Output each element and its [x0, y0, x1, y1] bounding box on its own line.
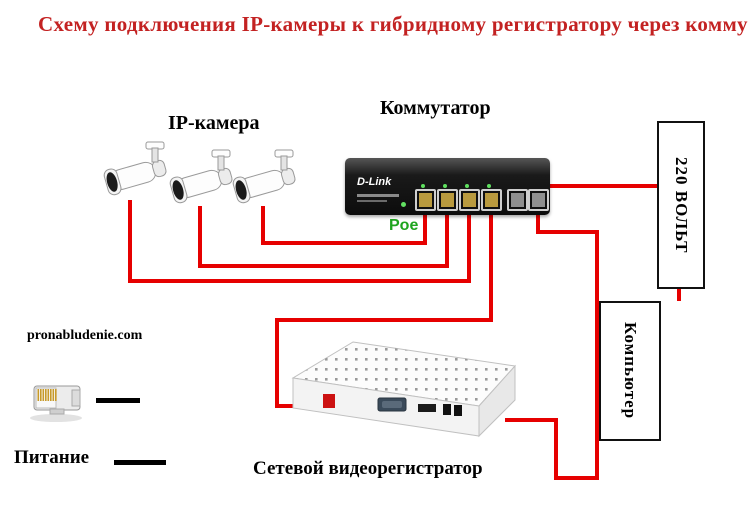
- power-cable-legend-line: [114, 460, 166, 465]
- rj45-connector-graphic: [30, 385, 82, 422]
- ethernet-uplink-port: [528, 189, 549, 211]
- switch-label: Коммутатор: [380, 97, 491, 119]
- switch-model-text-bar: [357, 200, 387, 202]
- port-led: [487, 184, 491, 188]
- rj45-shadow: [30, 414, 82, 422]
- nvr-graphic: [291, 341, 516, 438]
- ethernet-port: [415, 189, 436, 211]
- ip-camera-label: IP-камера: [168, 112, 260, 134]
- computer-box: Компьютер: [599, 301, 661, 441]
- power-220v-box: 220 ВОЛЬТ: [657, 121, 705, 289]
- nvr-right-face: [478, 364, 516, 438]
- ip-camera-icon: [169, 149, 233, 204]
- ethernet-port: [437, 189, 458, 211]
- port-led: [421, 184, 425, 188]
- ethernet-port: [481, 189, 502, 211]
- port-led: [443, 184, 447, 188]
- ethernet-uplink-port: [507, 189, 528, 211]
- nvr-vent-holes: [293, 342, 515, 406]
- ethernet-port: [459, 189, 480, 211]
- vga-port-inner: [382, 401, 402, 408]
- usb-port: [443, 404, 451, 415]
- switch-brand-logo: D-Link: [357, 176, 392, 188]
- watermark-text: pronabludenie.com: [27, 328, 143, 343]
- rj45-gold-pins: [37, 389, 57, 401]
- nvr-power-port: [323, 394, 335, 408]
- network-switch-graphic: D-Link: [345, 158, 550, 215]
- usb-port: [454, 405, 462, 416]
- switch-model-text-bar: [357, 194, 399, 197]
- poe-label: Poe: [389, 217, 419, 234]
- computer-box-label: Компьютер: [621, 322, 640, 420]
- rj45-cable-entry: [71, 389, 81, 407]
- rj45-latch: [49, 408, 65, 415]
- hdmi-port: [418, 404, 436, 412]
- diagram-title: Схему подключения IP-камеры к гибридному…: [38, 12, 748, 36]
- network-cable-legend-line: [96, 398, 140, 403]
- power-legend-label: Питание: [14, 447, 90, 468]
- power-220v-box-label: 220 ВОЛЬТ: [672, 156, 691, 254]
- ip-camera-icon: [103, 141, 167, 196]
- nvr-label: Сетевой видеорегистратор: [253, 458, 483, 479]
- ip-camera-icon: [232, 149, 296, 204]
- switch-power-led: [401, 202, 406, 207]
- port-led: [465, 184, 469, 188]
